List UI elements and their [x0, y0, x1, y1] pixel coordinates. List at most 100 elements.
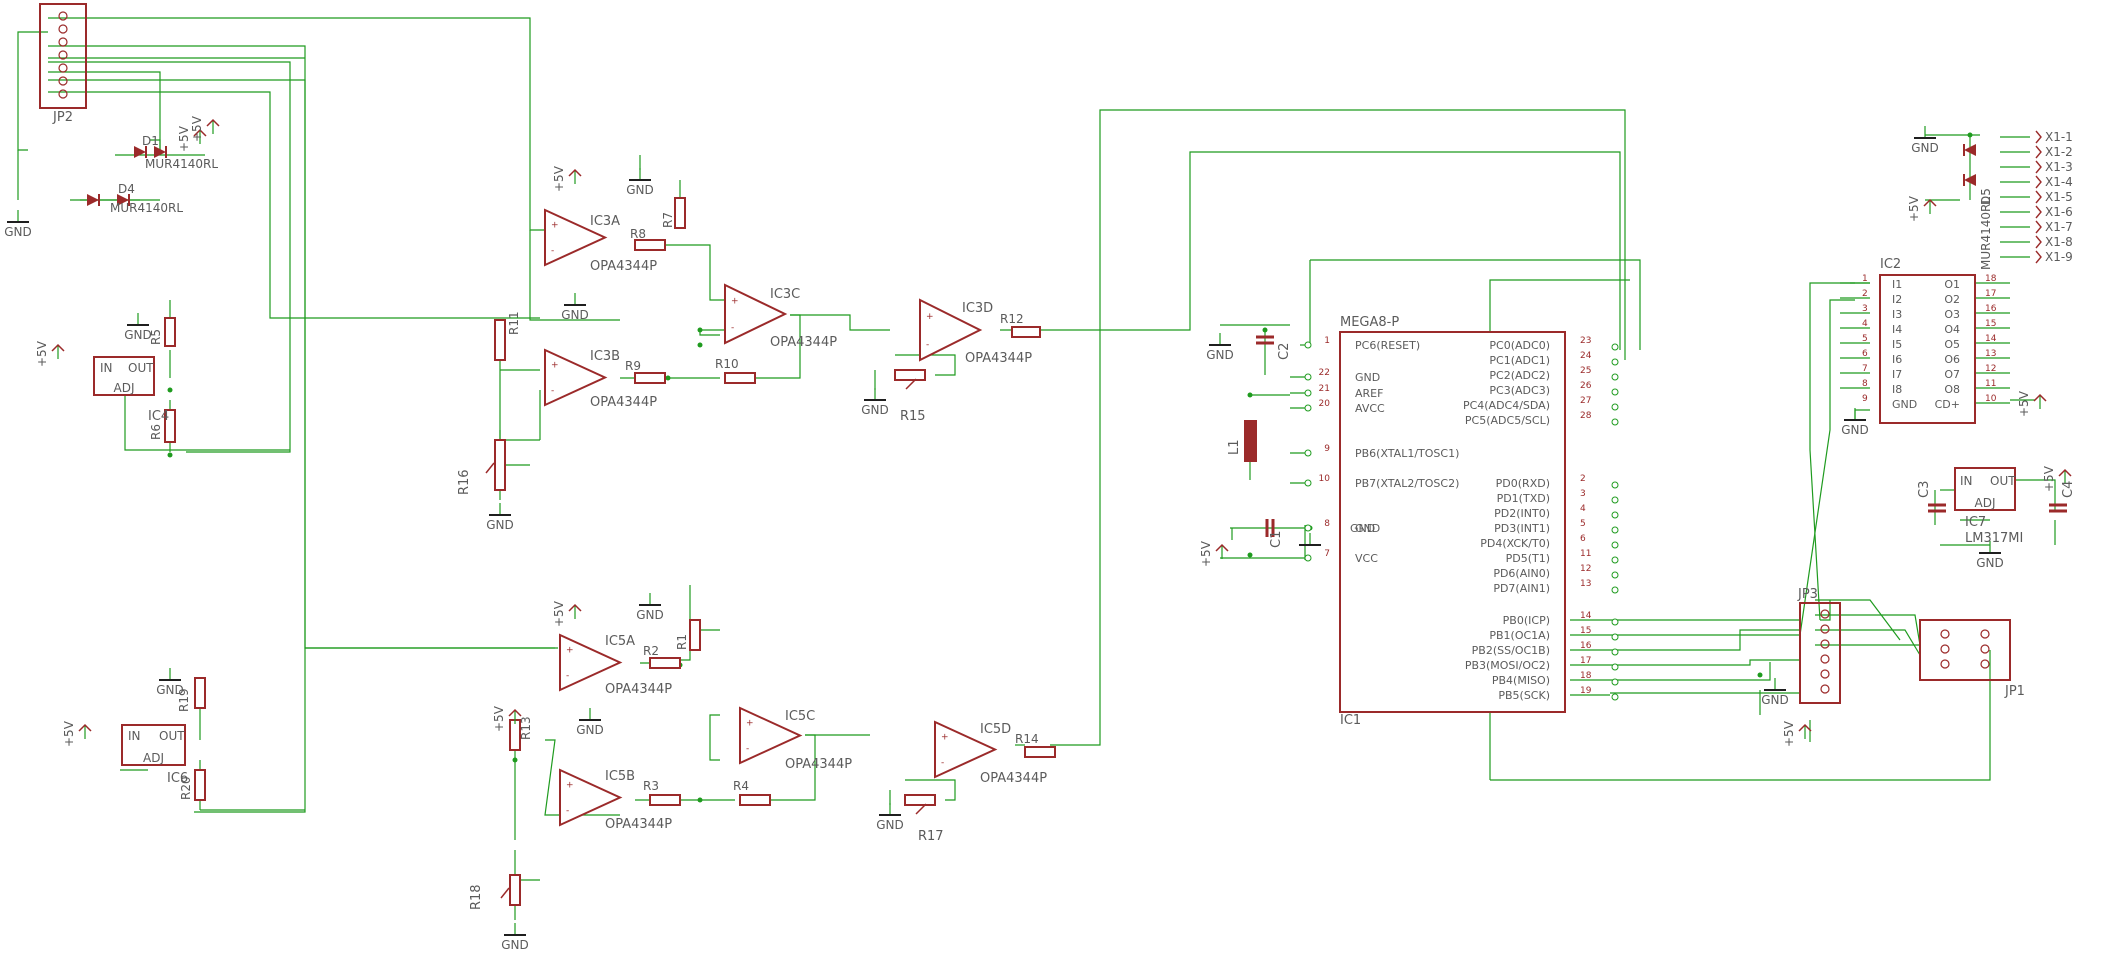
- opamp: [544, 208, 608, 267]
- opamp-minus: -: [566, 806, 569, 816]
- resistor-label-r8: R8: [630, 227, 646, 241]
- jp1-pin: [1940, 629, 1950, 639]
- mega-left-pin-2: AREF: [1355, 387, 1383, 400]
- jp2-pin: [58, 76, 68, 86]
- diode2-label: MUR4140RL: [110, 201, 183, 215]
- regulator-body: [93, 356, 155, 396]
- potentiometer: [894, 369, 926, 381]
- ic2-left-0: I1: [1892, 278, 1902, 291]
- diode-body: [134, 146, 146, 158]
- pin-ring: [1611, 648, 1619, 656]
- r17-label: R17: [918, 829, 944, 844]
- reg-in: IN: [128, 729, 141, 743]
- resistor-label-r12: R12: [1000, 312, 1024, 326]
- supply-label: +5V: [62, 720, 76, 747]
- supply-label: +5V: [1782, 720, 1796, 747]
- mega-right-num-19: 19: [1580, 686, 1592, 696]
- pin-ring: [1611, 403, 1619, 411]
- ic2-left-num-0: 1: [1862, 274, 1868, 284]
- mega8-name: MEGA8-P: [1340, 315, 1399, 330]
- junction-dot: [665, 375, 671, 381]
- mega-right-pin-7: PD1(TXD): [1497, 492, 1550, 505]
- pin-ring: [1611, 571, 1619, 579]
- x1-pin: [2035, 250, 2042, 264]
- jp2-label: JP2: [52, 110, 73, 125]
- ic3c-label: IC3C: [770, 287, 800, 302]
- mur-side-label: MUR4140RL: [1979, 197, 1993, 270]
- gnd-label: GND: [1911, 141, 1939, 155]
- opamp-minus: -: [941, 758, 944, 768]
- x1-pin: [2035, 205, 2042, 219]
- gnd-label: GND: [486, 518, 514, 532]
- mega-right-pin-6: PD0(RXD): [1496, 477, 1550, 490]
- resistor-label-r3: R3: [643, 779, 659, 793]
- supply-label: +5V: [1199, 540, 1213, 567]
- supply-label: +5V: [35, 340, 49, 367]
- opamp-plus: +: [731, 297, 739, 307]
- mega-left-num-3: 20: [1319, 399, 1331, 409]
- wire-jp3-a: [1820, 600, 1831, 621]
- mega-right-pin-1: PC1(ADC1): [1489, 354, 1550, 367]
- supply-arrow: [2033, 393, 2047, 402]
- mega-right-num-2: 25: [1580, 366, 1591, 376]
- resistor: [689, 619, 701, 651]
- opamp-minus: -: [566, 671, 569, 681]
- mega-right-num-18: 18: [1580, 671, 1592, 681]
- opamp-plus: +: [746, 719, 754, 729]
- gnd-label: GND: [626, 183, 654, 197]
- ic2-right-num-4: 14: [1985, 334, 1997, 344]
- mega-right-num-16: 16: [1580, 641, 1592, 651]
- wire-ic2-gnd: [1854, 409, 1870, 420]
- ic2-right-num-8: 10: [1985, 394, 1997, 404]
- ic2-label: IC2: [1880, 257, 1901, 272]
- supply-label: +5V: [190, 115, 204, 142]
- mega-right-num-5: 28: [1580, 411, 1592, 421]
- gnd-label: GND: [576, 723, 604, 737]
- r16-label: R16: [457, 469, 472, 495]
- ic2-left-num-1: 2: [1862, 289, 1868, 299]
- jp1-label: JP1: [2004, 684, 2025, 699]
- jp2-pin: [58, 89, 68, 99]
- junction-dot: [167, 387, 173, 393]
- ic2-body: [1879, 274, 1976, 424]
- mega-right-num-15: 15: [1580, 626, 1591, 636]
- x1-pin: [2035, 235, 2042, 249]
- mega-left-pin-7: VCC: [1355, 552, 1378, 565]
- mega-left-num-7: 7: [1324, 549, 1330, 559]
- supply-label: +5V: [1907, 195, 1921, 222]
- supply-arrow: [206, 118, 220, 127]
- ic2-right-num-0: 18: [1985, 274, 1997, 284]
- supply-arrow: [1215, 543, 1229, 552]
- ic2-right-7: O8: [1944, 383, 1960, 396]
- ic2-left-8: GND: [1892, 398, 1917, 411]
- pin-ring: [1304, 404, 1312, 412]
- mega-right-num-0: 23: [1580, 336, 1591, 346]
- opamp-plus: +: [551, 361, 559, 371]
- ic2-right-num-2: 16: [1985, 304, 1997, 314]
- wire-jp2-5: [48, 61, 291, 453]
- opamp: [919, 298, 983, 362]
- wire-ic2-link1: [1809, 282, 1855, 621]
- pin-ring: [1611, 511, 1619, 519]
- wire-ic7-out: [2010, 479, 2056, 510]
- mega-left-num-5: 10: [1319, 474, 1331, 484]
- resistor: [194, 677, 206, 709]
- ic7-part: LM317MI: [1965, 531, 2023, 546]
- resistor-label-r7: R7: [661, 212, 675, 228]
- ic2-right-num-5: 13: [1985, 349, 1996, 359]
- opamp: [559, 633, 623, 692]
- x1-pin: [2035, 145, 2042, 159]
- ic4-label: IC4: [148, 409, 169, 424]
- mega-right-num-17: 17: [1580, 656, 1591, 666]
- mega-right-pin-13: PD7(AIN1): [1493, 582, 1550, 595]
- mega-right-pin-10: PD4(XCK/T0): [1480, 537, 1550, 550]
- ic3b-label: IC3B: [590, 349, 620, 364]
- mega-right-num-12: 12: [1580, 564, 1591, 574]
- jp1-pin: [1980, 629, 1990, 639]
- mega-left-num-1: 22: [1319, 368, 1330, 378]
- pin-ring: [1304, 479, 1312, 487]
- resistor-label-r4: R4: [733, 779, 749, 793]
- resistor-label-r10: R10: [715, 357, 739, 371]
- opamp: [559, 768, 623, 827]
